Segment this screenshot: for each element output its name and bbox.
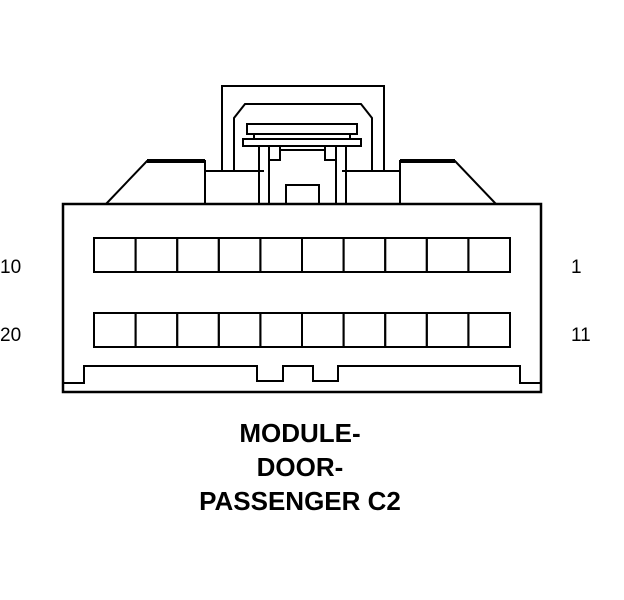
pin-label-20: 20 — [0, 325, 22, 346]
left-shoulder — [103, 160, 206, 205]
cavity-row-bottom — [93, 312, 511, 348]
caption-line-2: DOOR- — [256, 452, 344, 482]
cavity — [217, 237, 262, 273]
right-shoulder — [399, 160, 499, 205]
cavity — [342, 237, 387, 273]
cavity — [259, 312, 303, 348]
cavity — [217, 312, 262, 348]
cavity — [93, 312, 137, 348]
cavity — [134, 312, 179, 348]
cavity-row-top — [93, 237, 511, 273]
cavity — [259, 237, 303, 273]
pin-label-10: 10 — [0, 257, 22, 278]
cavity — [425, 237, 470, 273]
cavity — [93, 237, 137, 273]
latch-tower — [204, 85, 401, 205]
cavity — [301, 312, 345, 348]
cavity — [384, 237, 428, 273]
cavity — [176, 312, 220, 348]
caption-line-3: PASSENGER C2 — [199, 486, 401, 516]
cavity — [176, 237, 220, 273]
caption-line-1: MODULE- — [239, 418, 361, 448]
cavity — [301, 237, 345, 273]
cavity — [342, 312, 387, 348]
pin-label-11: 11 — [571, 325, 591, 346]
connector-bottom-key — [63, 365, 541, 384]
connector-body — [61, 202, 543, 394]
cavity — [467, 237, 511, 273]
pin-label-1: 1 — [571, 257, 582, 278]
cavity — [425, 312, 470, 348]
cavity — [467, 312, 511, 348]
cavity — [384, 312, 428, 348]
cavity — [134, 237, 179, 273]
